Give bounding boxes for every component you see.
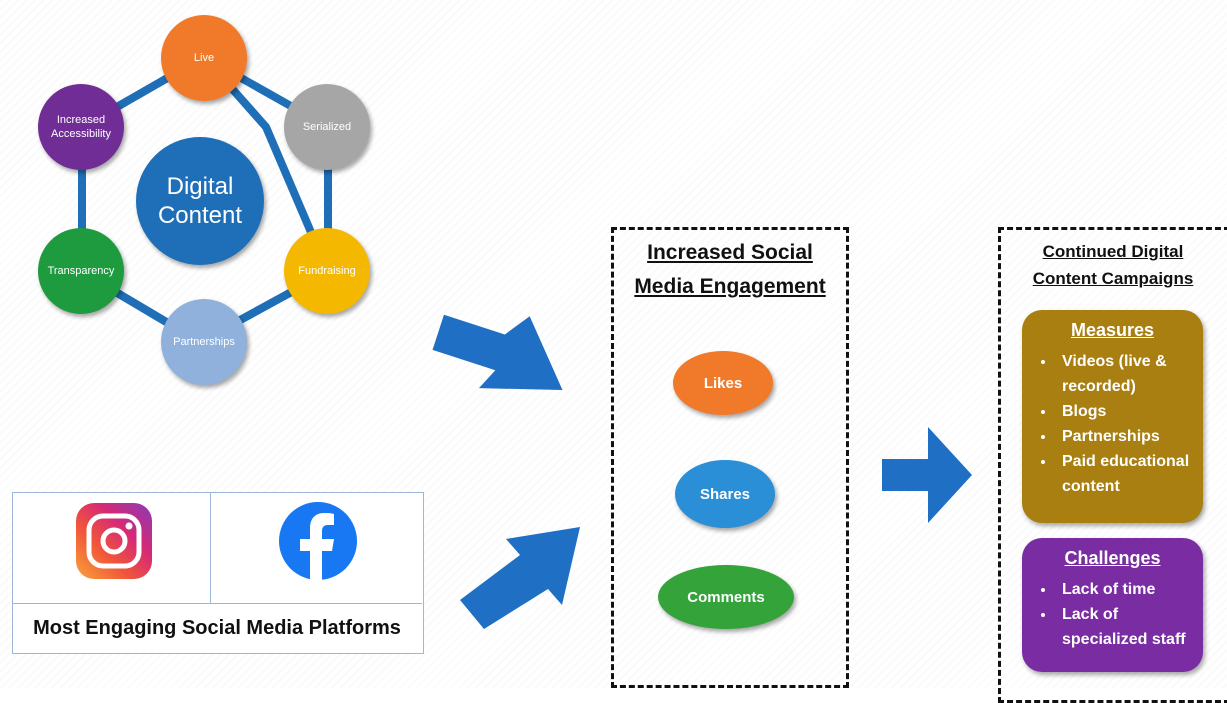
node-fundraising: Fundraising [284,228,370,314]
node-live: Live [161,15,247,101]
shares-label: Shares [699,485,751,503]
comments-label: Comments [687,588,765,606]
shares-bubble: Shares [675,460,775,528]
challenges-item: Lack of specialized staff [1056,602,1203,652]
node-fundraising-label: Fundraising [298,265,356,277]
platforms-divider-horizontal [12,603,422,604]
node-partnerships-label: Partnerships [173,336,235,348]
measures-item: Partnerships [1056,424,1203,449]
arrow-engagement-to-campaigns [882,427,972,523]
engagement-box [611,227,849,688]
arrow-platforms-to-engagement [460,527,580,629]
campaigns-title-line2: Content Campaigns [1032,269,1194,288]
node-increased-accessibility: Increased Accessibility [38,84,124,170]
node-serialized-label: Serialized [302,121,352,133]
facebook-icon [279,502,357,581]
platforms-divider-vertical [210,492,211,603]
arrow-hub-to-engagement [432,314,563,391]
challenges-list: Lack of time Lack of specialized staff [1022,577,1203,652]
challenges-panel: Challenges Lack of time Lack of speciali… [1022,538,1203,672]
campaigns-title-line1: Continued Digital [1042,242,1184,261]
comments-bubble: Comments [658,565,794,629]
node-partnerships: Partnerships [161,299,247,385]
node-increased-accessibility-label: Increased Accessibility [51,114,111,140]
node-live-label: Live [193,52,215,64]
measures-item: Videos (live & recorded) [1056,349,1203,399]
measures-item: Blogs [1056,399,1203,424]
engagement-title-line2: Media Engagement [634,275,826,298]
node-serialized: Serialized [284,84,370,170]
digital-content-line1: Digital [166,173,234,200]
challenges-title: Challenges [1064,548,1161,568]
engagement-title: Increased Social Media Engagement [611,236,849,304]
platforms-caption: Most Engaging Social Media Platforms [33,616,401,639]
campaigns-title: Continued Digital Content Campaigns [1018,238,1208,292]
measures-item: Paid educational content [1056,449,1203,499]
measures-list: Videos (live & recorded) Blogs Partnersh… [1022,349,1203,499]
node-transparency-label: Transparency [47,265,115,277]
measures-panel: Measures Videos (live & recorded) Blogs … [1022,310,1203,523]
likes-label: Likes [703,374,743,392]
measures-title: Measures [1070,320,1155,340]
likes-bubble: Likes [673,351,773,415]
node-transparency: Transparency [38,228,124,314]
digital-content-line2: Content [157,202,243,229]
instagram-icon [76,503,152,579]
challenges-item: Lack of time [1056,577,1203,602]
engagement-title-line1: Increased Social [647,241,813,264]
